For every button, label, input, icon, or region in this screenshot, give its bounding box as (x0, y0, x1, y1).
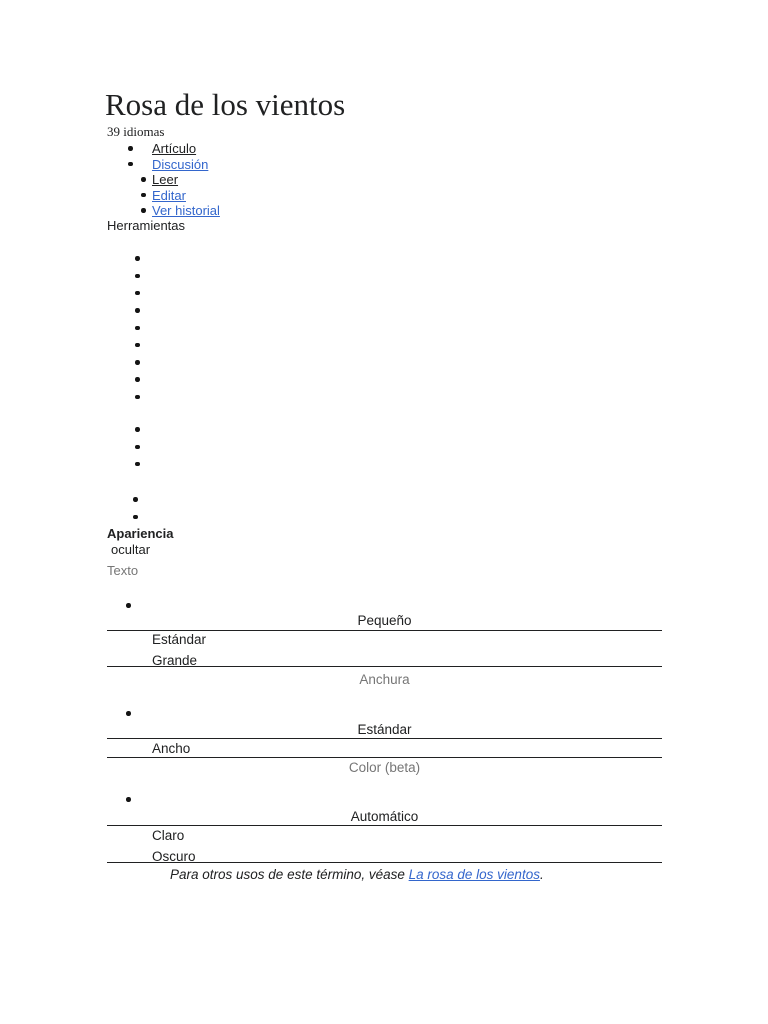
bullet-marker-icon (126, 603, 131, 608)
option-color-light[interactable]: Claro (152, 828, 185, 843)
option-width-wide[interactable]: Ancho (152, 741, 191, 756)
nav-tab-leer[interactable]: Leer (152, 172, 179, 187)
bullet-marker-icon (135, 360, 140, 365)
bullet-marker-icon (126, 797, 131, 802)
hatnote-period: . (539, 866, 544, 882)
bullet-marker-icon (135, 461, 140, 467)
width-legend: Anchura (359, 671, 410, 687)
bullet-marker-icon (135, 273, 140, 279)
bullet-marker-icon (141, 177, 146, 182)
option-text-large[interactable]: Grande (152, 653, 198, 668)
option-text-standard[interactable]: Estándar (152, 632, 207, 647)
option-text-small[interactable]: Pequeño (357, 613, 412, 628)
empty-list-item (107, 319, 307, 336)
nav-tab-editar[interactable]: Editar (152, 187, 186, 203)
nav-item-row: Editar (107, 188, 507, 203)
nav-item-row: Leer (107, 172, 507, 187)
nav-tab-ver-historial[interactable]: Ver historial (152, 203, 220, 218)
option-color-dark[interactable]: Oscuro (152, 849, 196, 864)
nav-item-row: Discusión (107, 157, 507, 172)
bullet-marker-icon (141, 192, 146, 197)
empty-list-item (107, 250, 307, 267)
empty-list-item (107, 421, 307, 438)
bullet-marker-icon (141, 208, 146, 213)
empty-list-item (107, 371, 307, 388)
bullet-marker-icon (135, 308, 140, 313)
hatnote: Para otros usos de este término, véase L… (170, 867, 544, 883)
text-size-legend: Texto (107, 562, 139, 578)
appearance-hide-button[interactable]: ocultar (111, 541, 151, 557)
hatnote-text: Para otros usos de este término, véase (170, 866, 409, 882)
empty-list-item (107, 302, 307, 319)
nav-tab-articulo[interactable]: Artículo (152, 141, 197, 156)
separator-rule (107, 824, 662, 826)
bullet-marker-icon (135, 325, 140, 331)
separator-rule (107, 630, 662, 631)
empty-list-item (107, 508, 307, 525)
bullet-marker-icon (128, 146, 133, 151)
nav-item-row: Ver historial (107, 203, 507, 218)
empty-list-item (107, 336, 307, 353)
color-legend: Color (beta) (348, 760, 421, 775)
bullet-marker-icon (133, 514, 138, 520)
page-title: Rosa de los vientos (105, 87, 346, 122)
tools-list-group-2 (107, 421, 307, 473)
bullet-marker-icon (135, 394, 140, 400)
bullet-marker-icon (135, 377, 140, 382)
empty-list-item (107, 456, 307, 473)
empty-list-item (107, 388, 307, 405)
option-color-automatic[interactable]: Automático (350, 808, 419, 824)
tools-label: Herramientas (107, 218, 186, 233)
tools-list-group-3 (107, 491, 307, 526)
bullet-marker-icon (135, 256, 140, 261)
option-width-standard[interactable]: Estándar (357, 722, 412, 737)
bullet-marker-icon (133, 497, 138, 502)
empty-list-item (107, 438, 307, 455)
bullet-marker-icon (135, 290, 140, 296)
nav-tab-discusion[interactable]: Discusión (152, 156, 209, 172)
separator-rule (107, 666, 662, 667)
empty-list-item (107, 285, 307, 302)
empty-list-item (107, 491, 307, 508)
appearance-label: Apariencia (107, 526, 174, 541)
empty-list-item (107, 267, 307, 284)
language-selector[interactable]: 39 idiomas (107, 124, 165, 139)
empty-list-item (107, 354, 307, 371)
bullet-marker-icon (135, 427, 140, 432)
separator-rule (107, 738, 662, 739)
bullet-marker-icon (126, 711, 131, 716)
tools-list-group-1 (107, 250, 307, 406)
bullet-marker-icon (135, 342, 140, 348)
separator-rule (107, 862, 662, 863)
hatnote-link[interactable]: La rosa de los vientos (408, 866, 540, 882)
bullet-marker-icon (128, 161, 133, 166)
bullet-marker-icon (135, 444, 140, 450)
nav-item-row: Artículo (107, 141, 507, 156)
separator-rule (107, 756, 662, 758)
